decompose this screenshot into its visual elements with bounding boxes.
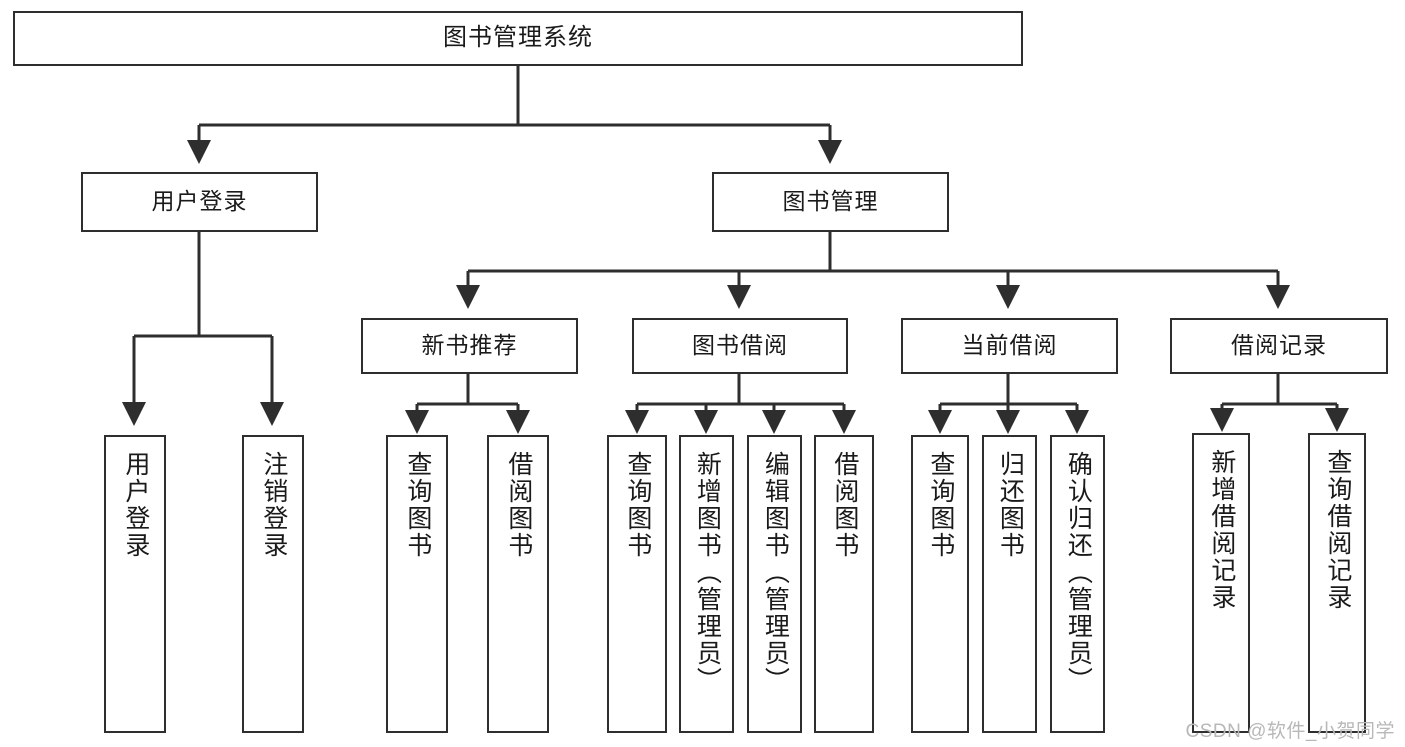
- node-leaf-edit-book[interactable]: 编辑图书（管理员）: [747, 435, 802, 733]
- node-leaf-logout-login[interactable]: 注销登录: [242, 435, 304, 733]
- node-leaf-add-record-label: 新增借阅记录: [1207, 449, 1236, 611]
- node-book-borrow-label: 图书借阅: [692, 332, 788, 359]
- node-leaf-edit-book-label: 编辑图书（管理员）: [761, 451, 790, 694]
- node-current-borrow-label: 当前借阅: [961, 332, 1058, 359]
- node-current-borrow[interactable]: 当前借阅: [901, 318, 1118, 374]
- node-leaf-query-book-1-label: 查询图书: [403, 451, 432, 559]
- node-leaf-return-book-label: 归还图书: [996, 451, 1025, 559]
- node-user-login-label: 用户登录: [151, 188, 248, 215]
- node-leaf-borrow-book-2[interactable]: 借阅图书: [814, 435, 874, 733]
- node-new-book-recommend[interactable]: 新书推荐: [361, 318, 578, 374]
- node-user-login[interactable]: 用户登录: [81, 172, 318, 232]
- node-leaf-query-book-2-label: 查询图书: [623, 451, 652, 559]
- node-leaf-confirm-return[interactable]: 确认归还（管理员）: [1050, 435, 1105, 733]
- node-leaf-query-book-3[interactable]: 查询图书: [911, 435, 969, 733]
- node-leaf-add-record[interactable]: 新增借阅记录: [1192, 433, 1250, 733]
- node-leaf-user-login[interactable]: 用户登录: [104, 435, 166, 733]
- node-leaf-user-login-label: 用户登录: [121, 451, 150, 559]
- node-book-borrow[interactable]: 图书借阅: [632, 318, 848, 374]
- node-leaf-borrow-book-1[interactable]: 借阅图书: [487, 435, 549, 733]
- node-leaf-borrow-book-2-label: 借阅图书: [830, 451, 859, 559]
- node-leaf-add-book[interactable]: 新增图书（管理员）: [679, 435, 734, 733]
- node-leaf-confirm-return-label: 确认归还（管理员）: [1064, 451, 1093, 694]
- node-root[interactable]: 图书管理系统: [13, 11, 1023, 66]
- node-borrow-record-label: 借阅记录: [1231, 332, 1327, 359]
- node-leaf-borrow-book-1-label: 借阅图书: [504, 451, 533, 559]
- node-leaf-add-book-label: 新增图书（管理员）: [693, 451, 722, 694]
- node-new-book-recommend-label: 新书推荐: [421, 332, 518, 359]
- node-root-label: 图书管理系统: [443, 24, 593, 52]
- csdn-watermark: CSDN @软件_小贺同学: [1185, 721, 1395, 742]
- node-leaf-query-record[interactable]: 查询借阅记录: [1308, 433, 1366, 733]
- node-book-manage-label: 图书管理: [782, 188, 879, 215]
- node-leaf-query-record-label: 查询借阅记录: [1323, 449, 1352, 611]
- node-leaf-return-book[interactable]: 归还图书: [982, 435, 1037, 733]
- node-leaf-query-book-3-label: 查询图书: [926, 451, 955, 559]
- node-leaf-query-book-2[interactable]: 查询图书: [607, 435, 667, 733]
- node-book-manage[interactable]: 图书管理: [712, 172, 949, 232]
- node-leaf-query-book-1[interactable]: 查询图书: [386, 435, 448, 733]
- node-borrow-record[interactable]: 借阅记录: [1170, 318, 1388, 374]
- node-leaf-logout-login-label: 注销登录: [259, 451, 288, 559]
